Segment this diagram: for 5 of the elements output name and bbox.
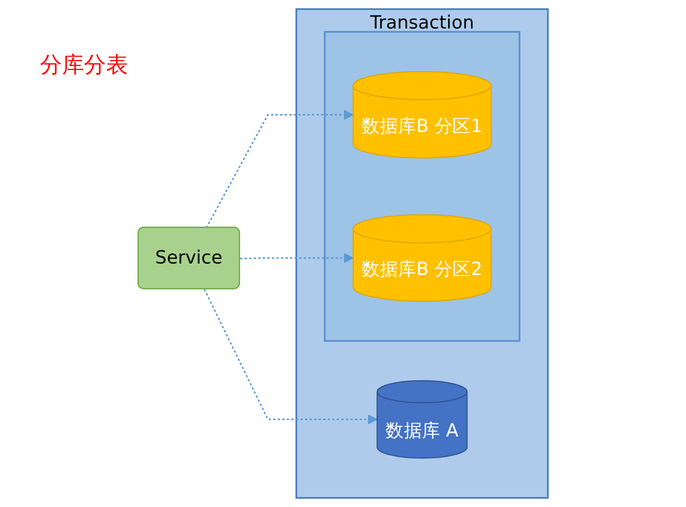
cluster <box>324 30 520 342</box>
arrow <box>206 110 354 228</box>
diagram-title: 分库分表 <box>40 52 128 80</box>
arrow <box>240 252 354 263</box>
arrow <box>204 288 378 424</box>
